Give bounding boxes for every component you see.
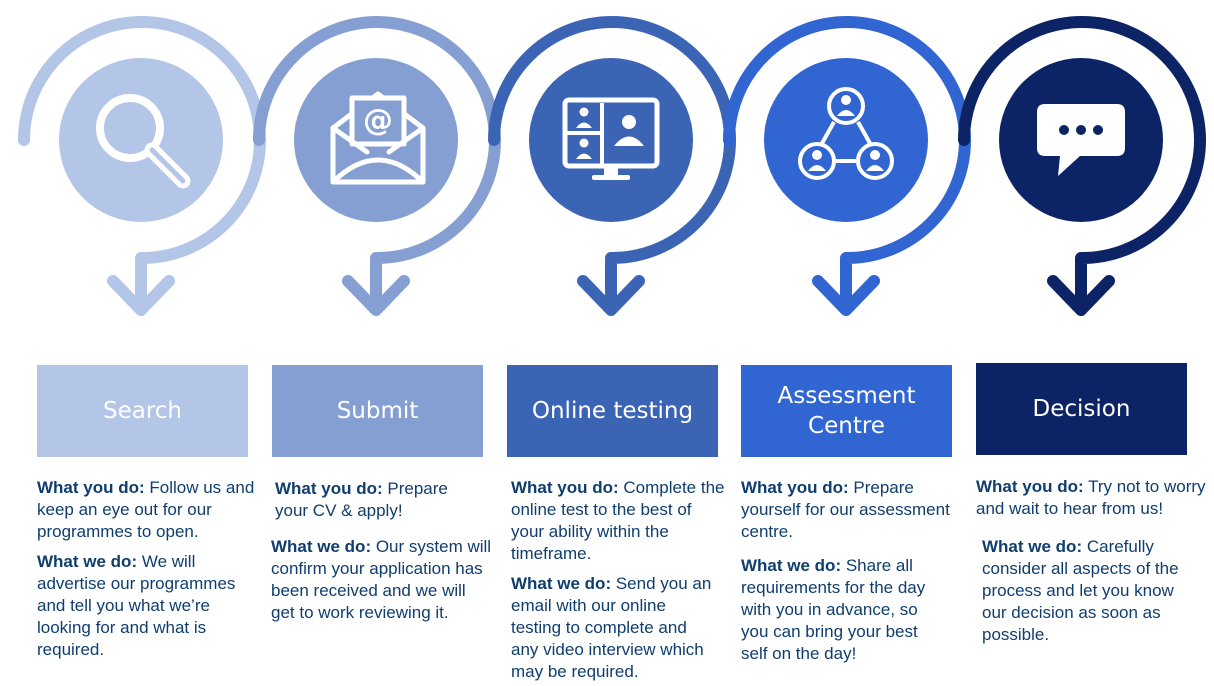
speech-bubble-icon [1037, 104, 1125, 176]
step-3-you-do: What you do: Complete the online test to… [511, 478, 725, 563]
step-4-description: What you do: Prepare yourself for our as… [741, 477, 951, 665]
step-4-circle [764, 58, 928, 222]
step-1-circle [59, 58, 223, 222]
step-2-arc-arrow [253, 16, 501, 316]
step-2-title-box: Submit [272, 365, 483, 457]
step-3-circle [529, 58, 693, 222]
step-5-description: What you do: Try not to worry and wait t… [976, 476, 1206, 646]
step-3-title: Online testing [531, 398, 694, 424]
step-1-title: Search [102, 398, 183, 424]
people-network-icon [798, 87, 894, 180]
step-1-title-box: Search [37, 365, 248, 457]
step-3-we-do: What we do: Send you an email with our o… [511, 574, 712, 681]
step-3-arc-arrow [488, 16, 736, 316]
step-5-we-do: What we do: Carefully consider all aspec… [982, 537, 1179, 644]
step-1-we-do: What we do: We will advertise our progra… [37, 552, 236, 659]
step-2-we-do: What we do: Our system will confirm your… [271, 537, 492, 622]
step-4-title-box: Assessment Centre [741, 365, 952, 457]
step-5-title-box: Decision [976, 363, 1187, 455]
process-flow-diagram: @ [18, 16, 1206, 316]
svg-text:@: @ [363, 103, 393, 138]
step-1-arc-arrow [18, 16, 266, 316]
step-4-arc-arrow [723, 16, 971, 316]
video-call-icon [562, 97, 660, 180]
step-5-title: Decision [1032, 396, 1131, 422]
step-3-description: What you do: Complete the online test to… [511, 477, 726, 683]
step-2-title: Submit [336, 398, 419, 424]
step-2-description: What you do: Prepare your CV & apply! Wh… [271, 478, 493, 624]
step-4-you-do: What you do: Prepare yourself for our as… [741, 478, 950, 541]
step-1-you-do: What you do: Follow us and keep an eye o… [37, 478, 255, 541]
step-1-description: What you do: Follow us and keep an eye o… [37, 477, 265, 661]
step-2-you-do: What you do: Prepare your CV & apply! [275, 479, 448, 520]
step-5-arc-arrow [958, 16, 1206, 316]
step-4-we-do: What we do: Share all requirements for t… [741, 556, 926, 663]
step-5-you-do: What you do: Try not to worry and wait t… [976, 477, 1206, 518]
step-4-title: Assessment Centre [777, 383, 916, 439]
magnifier-icon [96, 94, 191, 189]
step-3-title-box: Online testing [507, 365, 718, 457]
envelope-at-icon: @ [330, 91, 426, 185]
